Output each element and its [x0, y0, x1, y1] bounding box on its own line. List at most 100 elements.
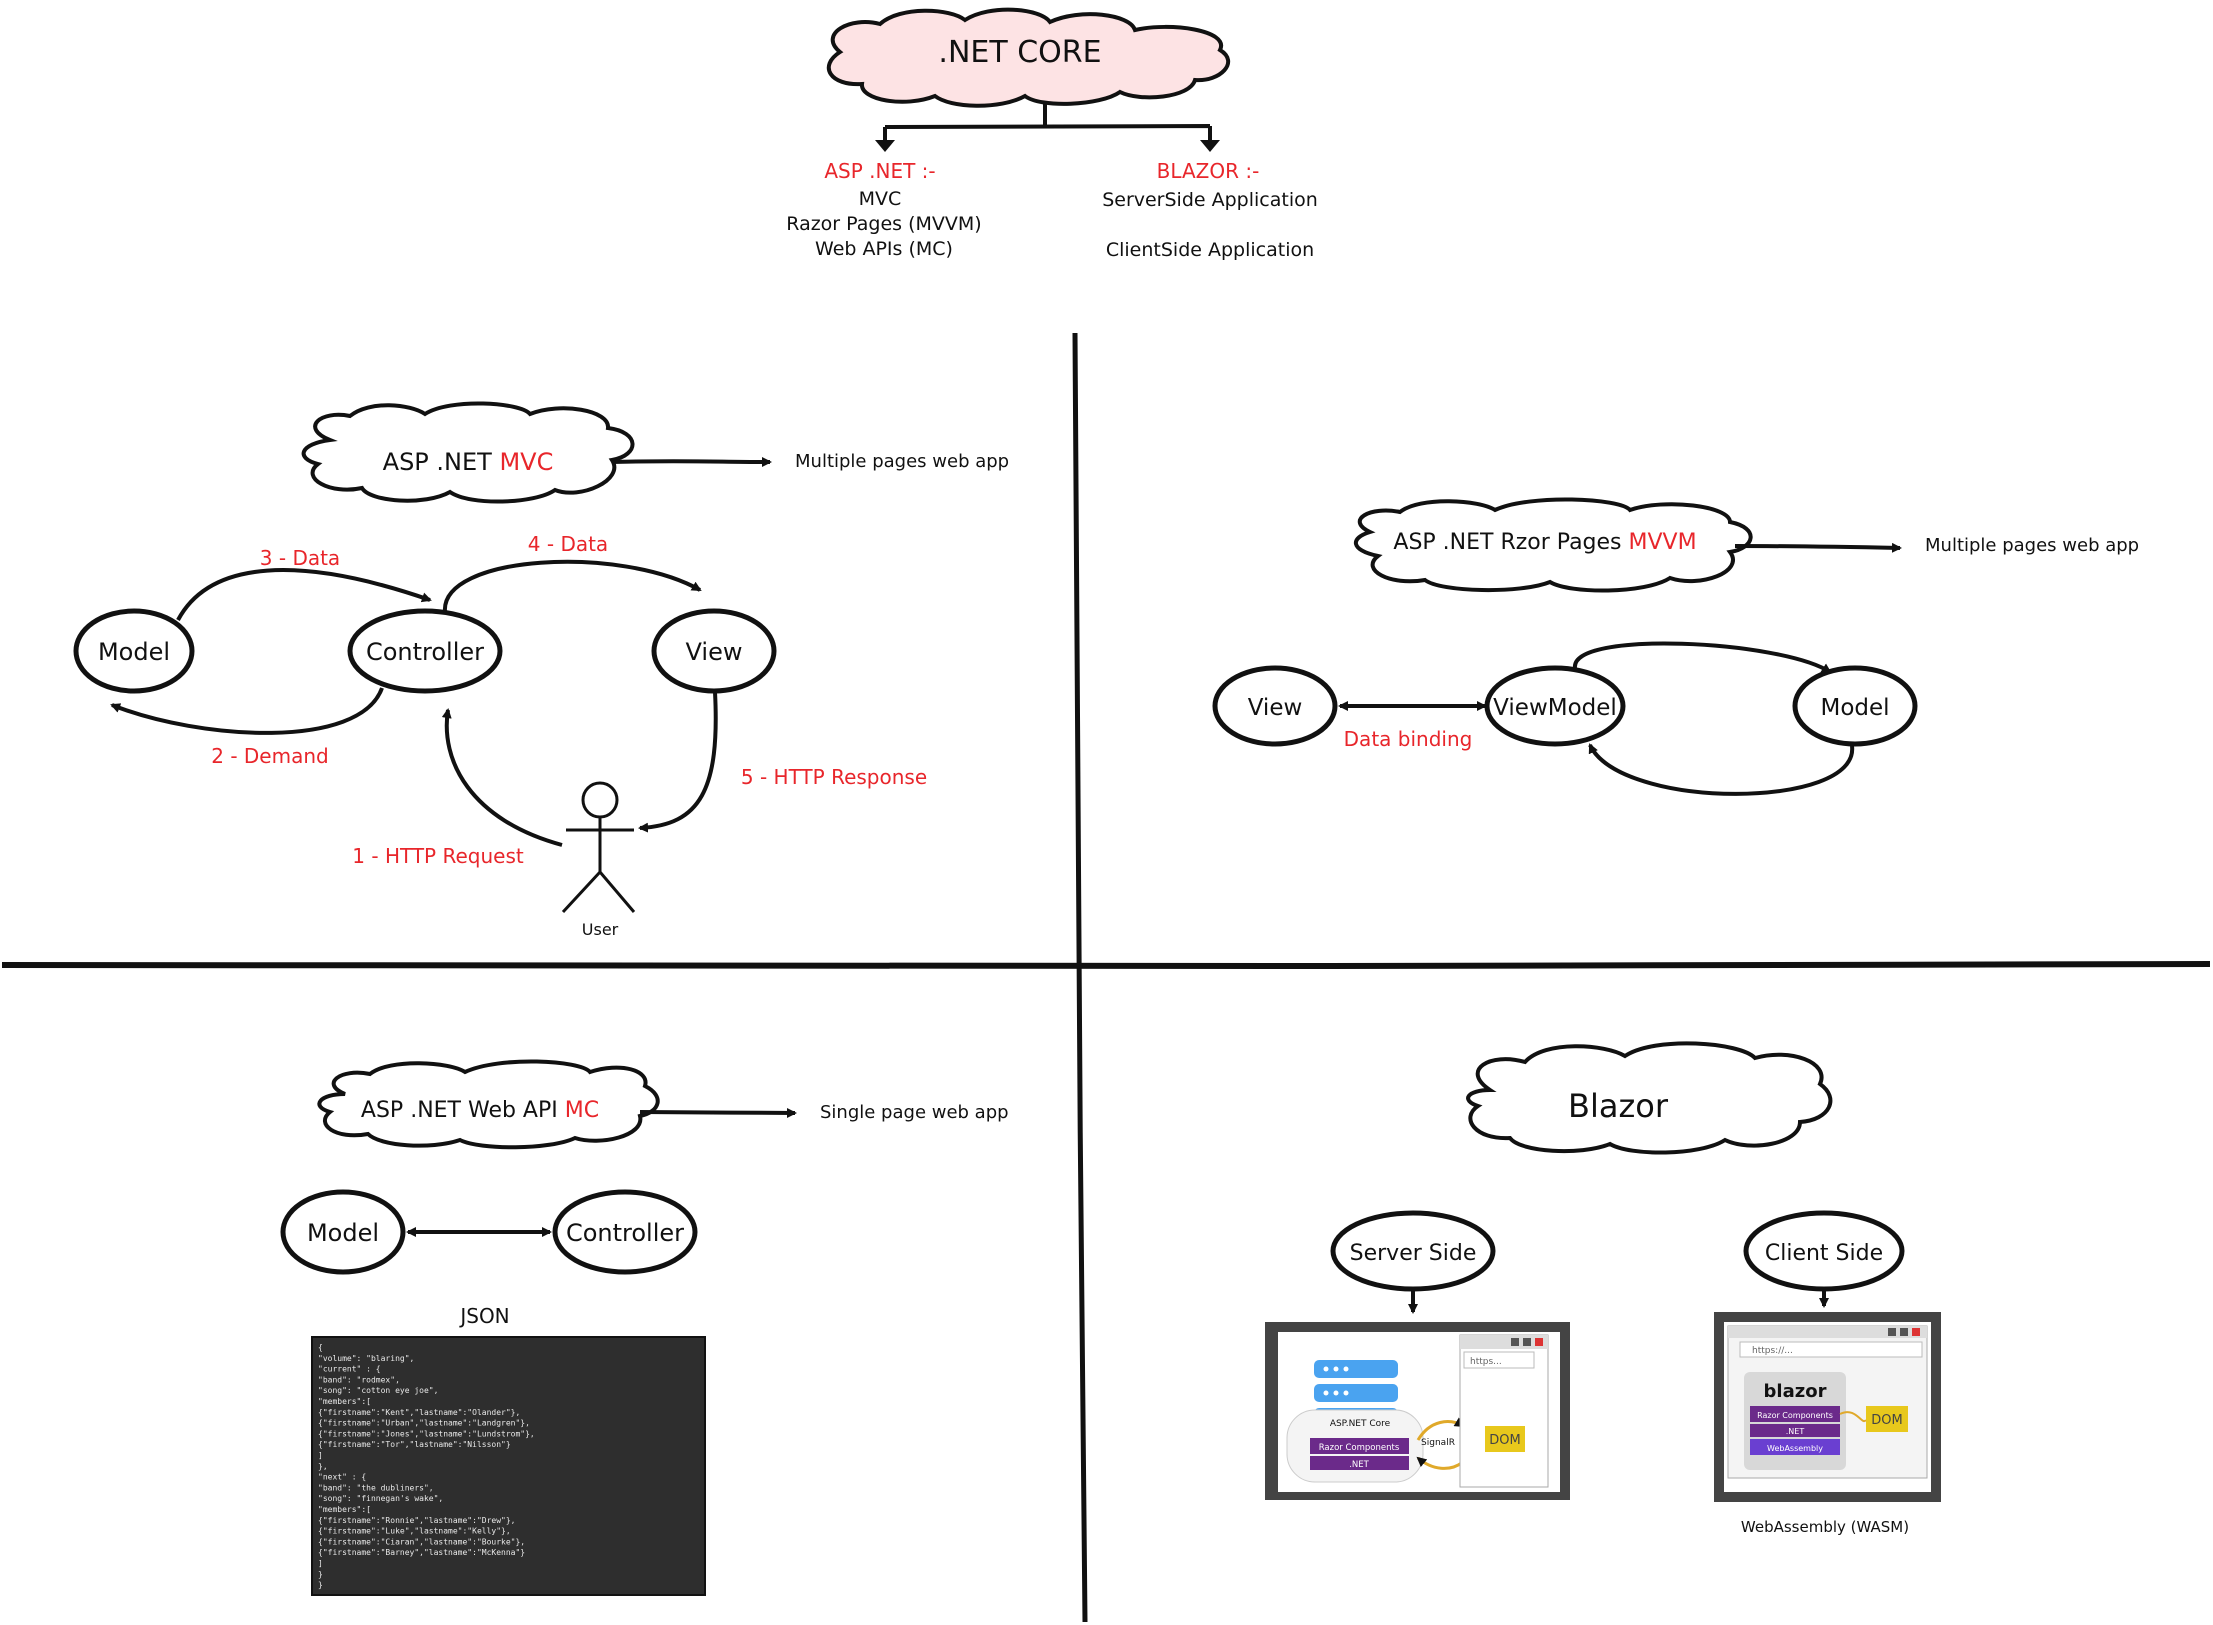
- webapi-note: Single page web app: [820, 1102, 1009, 1123]
- blazor-item: ClientSide Application: [1106, 239, 1314, 261]
- horizontal-divider: [1, 961, 2211, 970]
- webapi-note-arrow: [639, 1107, 797, 1118]
- razor-arrow-vm-model: [1573, 641, 1832, 674]
- json-title: JSON: [458, 1304, 509, 1328]
- signalr-label: SignalR: [1421, 1438, 1455, 1448]
- blazor-item: ServerSide Application: [1102, 189, 1318, 211]
- server-dom-label: DOM: [1489, 1433, 1520, 1448]
- mvc-arrow-request: [441, 708, 563, 847]
- mvc-controller-node: [347, 608, 503, 694]
- json-line: {"firstname":"Barney","lastname":"McKenn…: [318, 1548, 525, 1557]
- asp-item: Web APIs (MC): [815, 238, 953, 260]
- mvc-view-node: [651, 608, 777, 694]
- mvc-view-label: View: [686, 638, 743, 666]
- mvc-label-data4: 4 - Data: [528, 532, 608, 556]
- client-dom-label: DOM: [1871, 1413, 1902, 1428]
- webapi-controller-label: Controller: [566, 1219, 684, 1247]
- client-side-label: Client Side: [1765, 1241, 1883, 1266]
- server-side-illustration: ASP.NET Core Razor Components .NET Signa…: [1265, 1322, 1570, 1500]
- mvc-model-label: Model: [98, 638, 170, 666]
- json-line: }: [318, 1581, 323, 1590]
- json-line: ]: [318, 1559, 323, 1568]
- mvc-label-request: 1 - HTTP Request: [352, 844, 524, 868]
- net-core-branch: [883, 104, 1212, 148]
- razor-viewmodel-label: ViewModel: [1493, 695, 1617, 721]
- mvc-arrow-response: [638, 691, 718, 833]
- server-net-label: .NET: [1349, 1460, 1369, 1470]
- json-line: "next" : {: [318, 1473, 366, 1482]
- webapi-cloud-title: ASP .NET Web API MC: [361, 1098, 599, 1123]
- json-line: {"firstname":"Kent","lastname":"Olander"…: [318, 1408, 520, 1417]
- mvc-note: Multiple pages web app: [795, 451, 1009, 472]
- json-line: {"firstname":"Luke","lastname":"Kelly"},: [318, 1527, 511, 1536]
- json-line: "song": "cotton eye joe",: [318, 1386, 438, 1395]
- mvc-cloud-title: ASP .NET MVC: [383, 448, 554, 476]
- json-line: "volume": "blaring",: [318, 1354, 414, 1363]
- json-line: "current" : {: [318, 1365, 381, 1374]
- client-side-illustration: https://... blazor Razor Components .NET…: [1714, 1312, 1941, 1502]
- wasm-caption: WebAssembly (WASM): [1741, 1518, 1909, 1536]
- json-line: {"firstname":"Urban","lastname":"Landgre…: [318, 1419, 530, 1428]
- server-core-label: ASP.NET Core: [1330, 1419, 1391, 1429]
- json-line: {"firstname":"Ciaran","lastname":"Bourke…: [318, 1537, 525, 1546]
- blazor-heading: BLAZOR :-: [1157, 159, 1260, 183]
- razor-view-label: View: [1248, 695, 1303, 721]
- razor-model-label: Model: [1820, 695, 1889, 721]
- webapi-section: ASP .NET Web API MC Single page web app …: [280, 1059, 1009, 1596]
- webapi-cloud: [317, 1059, 660, 1150]
- mvc-arrow-data3: [176, 568, 432, 621]
- razor-arrow-model-vm: [1588, 743, 1855, 796]
- mvc-label-data3: 3 - Data: [260, 546, 340, 570]
- mvc-cloud: [301, 401, 635, 504]
- json-line: ]: [318, 1451, 323, 1460]
- json-line: "song": "finnegan's wake",: [318, 1494, 443, 1503]
- mvc-arrow-demand: [110, 687, 384, 735]
- mvc-label-response: 5 - HTTP Response: [741, 765, 927, 789]
- user-label: User: [582, 920, 619, 939]
- mvc-arrow-data4: [442, 559, 702, 613]
- mvc-label-demand: 2 - Demand: [211, 744, 328, 768]
- json-line: {"firstname":"Jones","lastname":"Lundstr…: [318, 1429, 535, 1438]
- razor-binding-label: Data binding: [1344, 727, 1473, 751]
- razor-viewmodel-node: [1484, 665, 1626, 747]
- blazor-cloud: [1466, 1041, 1833, 1155]
- asp-heading: ASP .NET :-: [824, 159, 935, 183]
- client-net-label: .NET: [1786, 1427, 1805, 1436]
- webapi-model-node: [280, 1189, 406, 1275]
- mvc-note-arrow: [611, 456, 772, 467]
- json-line: {"firstname":"Tor","lastname":"Nilsson"}: [318, 1440, 511, 1449]
- blazor-title: Blazor: [1568, 1087, 1669, 1125]
- server-razor-label: Razor Components: [1319, 1443, 1400, 1453]
- client-wasm-label: WebAssembly: [1767, 1444, 1823, 1453]
- json-line: "band": "rodmex",: [318, 1375, 400, 1384]
- json-panel: [311, 1336, 706, 1596]
- razor-model-node: [1792, 665, 1918, 747]
- json-line: }: [318, 1570, 323, 1579]
- asp-item: MVC: [859, 188, 902, 210]
- client-url: https://...: [1752, 1346, 1793, 1356]
- json-line: "members":[: [318, 1397, 371, 1406]
- mvc-model-node: [73, 608, 195, 694]
- json-line: "members":[: [318, 1505, 371, 1514]
- json-line: "band": "the dubliners",: [318, 1483, 434, 1492]
- vertical-divider: [1072, 332, 1088, 1623]
- razor-section: ASP .NET Rzor Pages MVVM Multiple pages …: [1212, 497, 2139, 796]
- server-url: https...: [1470, 1357, 1502, 1367]
- net-core-title: .NET CORE: [938, 35, 1101, 70]
- client-brand: blazor: [1764, 1381, 1827, 1402]
- user-figure: [561, 781, 636, 914]
- razor-cloud-title: ASP .NET Rzor Pages MVVM: [1393, 530, 1696, 555]
- server-side-label: Server Side: [1350, 1241, 1477, 1266]
- razor-note: Multiple pages web app: [1925, 535, 2139, 556]
- webapi-controller-node: [552, 1189, 698, 1275]
- webapi-model-label: Model: [307, 1219, 379, 1247]
- json-line: },: [318, 1462, 328, 1471]
- json-line: {: [318, 1343, 323, 1352]
- mvc-controller-label: Controller: [366, 638, 484, 666]
- razor-note-arrow: [1734, 542, 1902, 553]
- razor-cloud: [1354, 497, 1753, 593]
- net-core-section: .NET CORE ASP .NET :- MVC Razor Pages (M…: [786, 7, 1318, 261]
- razor-view-node: [1212, 665, 1338, 747]
- json-line: {"firstname":"Ronnie","lastname":"Drew"}…: [318, 1516, 515, 1525]
- client-razor-label: Razor Components: [1757, 1411, 1833, 1420]
